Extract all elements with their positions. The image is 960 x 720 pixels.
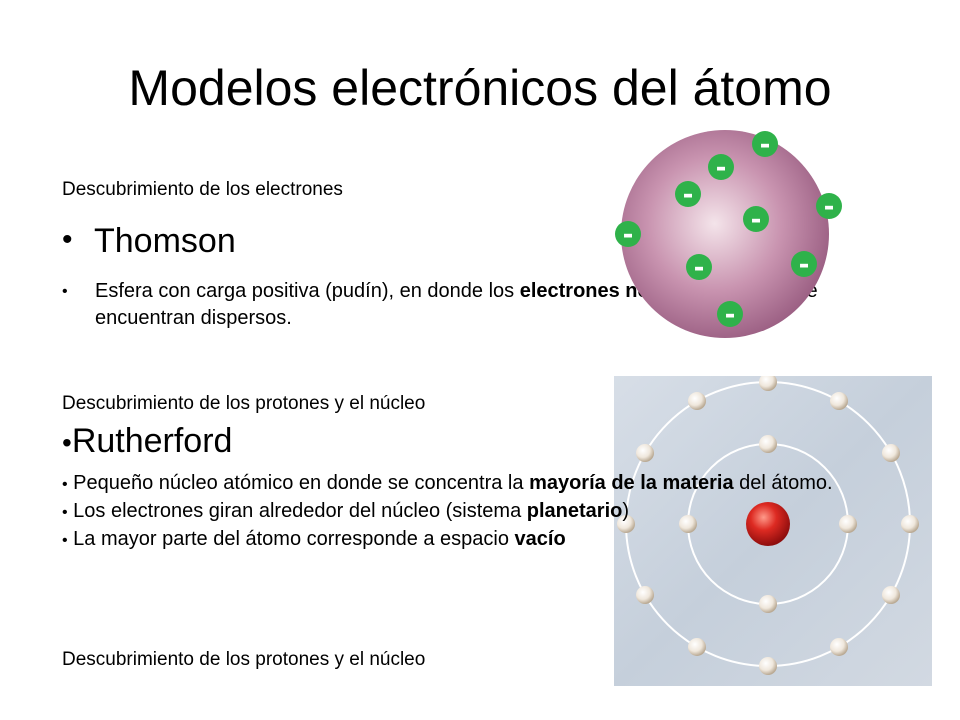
electron-icon <box>791 251 817 277</box>
electron-ball <box>688 637 706 656</box>
electron-sign: - <box>716 153 727 183</box>
electron-sign: - <box>623 220 634 250</box>
positive-sphere <box>621 130 829 338</box>
electron-icon <box>686 254 712 280</box>
electron-ball <box>688 392 706 411</box>
electron-ball <box>759 376 777 391</box>
electron-icon <box>816 193 842 219</box>
electron-icon <box>717 301 743 327</box>
electron-ball <box>759 657 777 675</box>
electron-ball <box>636 444 655 462</box>
electron-ball <box>839 515 857 533</box>
rutherford-heading: •Rutherford <box>62 422 233 460</box>
electron-ball <box>830 392 848 411</box>
electron-sign: - <box>824 192 835 222</box>
bullet-icon: • <box>62 504 68 521</box>
electron-ball <box>901 515 919 533</box>
electron-sign: - <box>799 250 810 280</box>
footer-caption: Descubrimiento de los protones y el núcl… <box>62 649 426 670</box>
rutherford-caption: Descubrimiento de los protones y el núcl… <box>62 393 426 414</box>
electron-ball <box>830 637 848 656</box>
rutherford-bullets: • Pequeño núcleo atómico en donde se con… <box>62 470 902 554</box>
bullet-icon: • <box>62 283 68 300</box>
electron-group: --------- <box>615 130 842 330</box>
electron-ball <box>617 515 635 533</box>
orbit-electrons <box>617 376 919 675</box>
rutherford-bullet-1: • Pequeño núcleo atómico en donde se con… <box>62 472 833 494</box>
electron-ball <box>881 586 900 604</box>
electron-sign: - <box>694 253 705 283</box>
electron-ball <box>759 595 777 613</box>
electron-ball <box>636 586 655 604</box>
electron-sign: - <box>725 300 736 330</box>
electron-icon <box>752 131 778 157</box>
electron-ball <box>759 435 777 453</box>
electron-ball <box>679 515 697 533</box>
thomson-heading: • Thomson <box>62 220 236 262</box>
bullet-icon: • <box>62 532 68 549</box>
electron-sign: - <box>683 180 694 210</box>
electron-sign: - <box>760 130 771 160</box>
electron-ball <box>881 444 900 462</box>
electron-icon <box>708 154 734 180</box>
electron-icon <box>615 221 641 247</box>
thomson-atom-illustration: --------- <box>615 130 842 338</box>
electron-sign: - <box>751 205 762 235</box>
bullet-icon: • <box>62 427 72 458</box>
electron-icon <box>675 181 701 207</box>
bullet-icon: • <box>62 476 68 493</box>
bullet-icon: • <box>62 223 73 256</box>
nucleus <box>746 502 790 546</box>
electron-icon <box>743 206 769 232</box>
slide-title: Modelos electrónicos del átomo <box>128 60 832 116</box>
thomson-caption: Descubrimiento de los electrones <box>62 179 343 200</box>
rutherford-bullet-2: • Los electrones giran alrededor del núc… <box>62 500 630 522</box>
rutherford-atom-illustration <box>614 376 932 686</box>
rutherford-bullet-3: • La mayor parte del átomo corresponde a… <box>62 528 566 550</box>
